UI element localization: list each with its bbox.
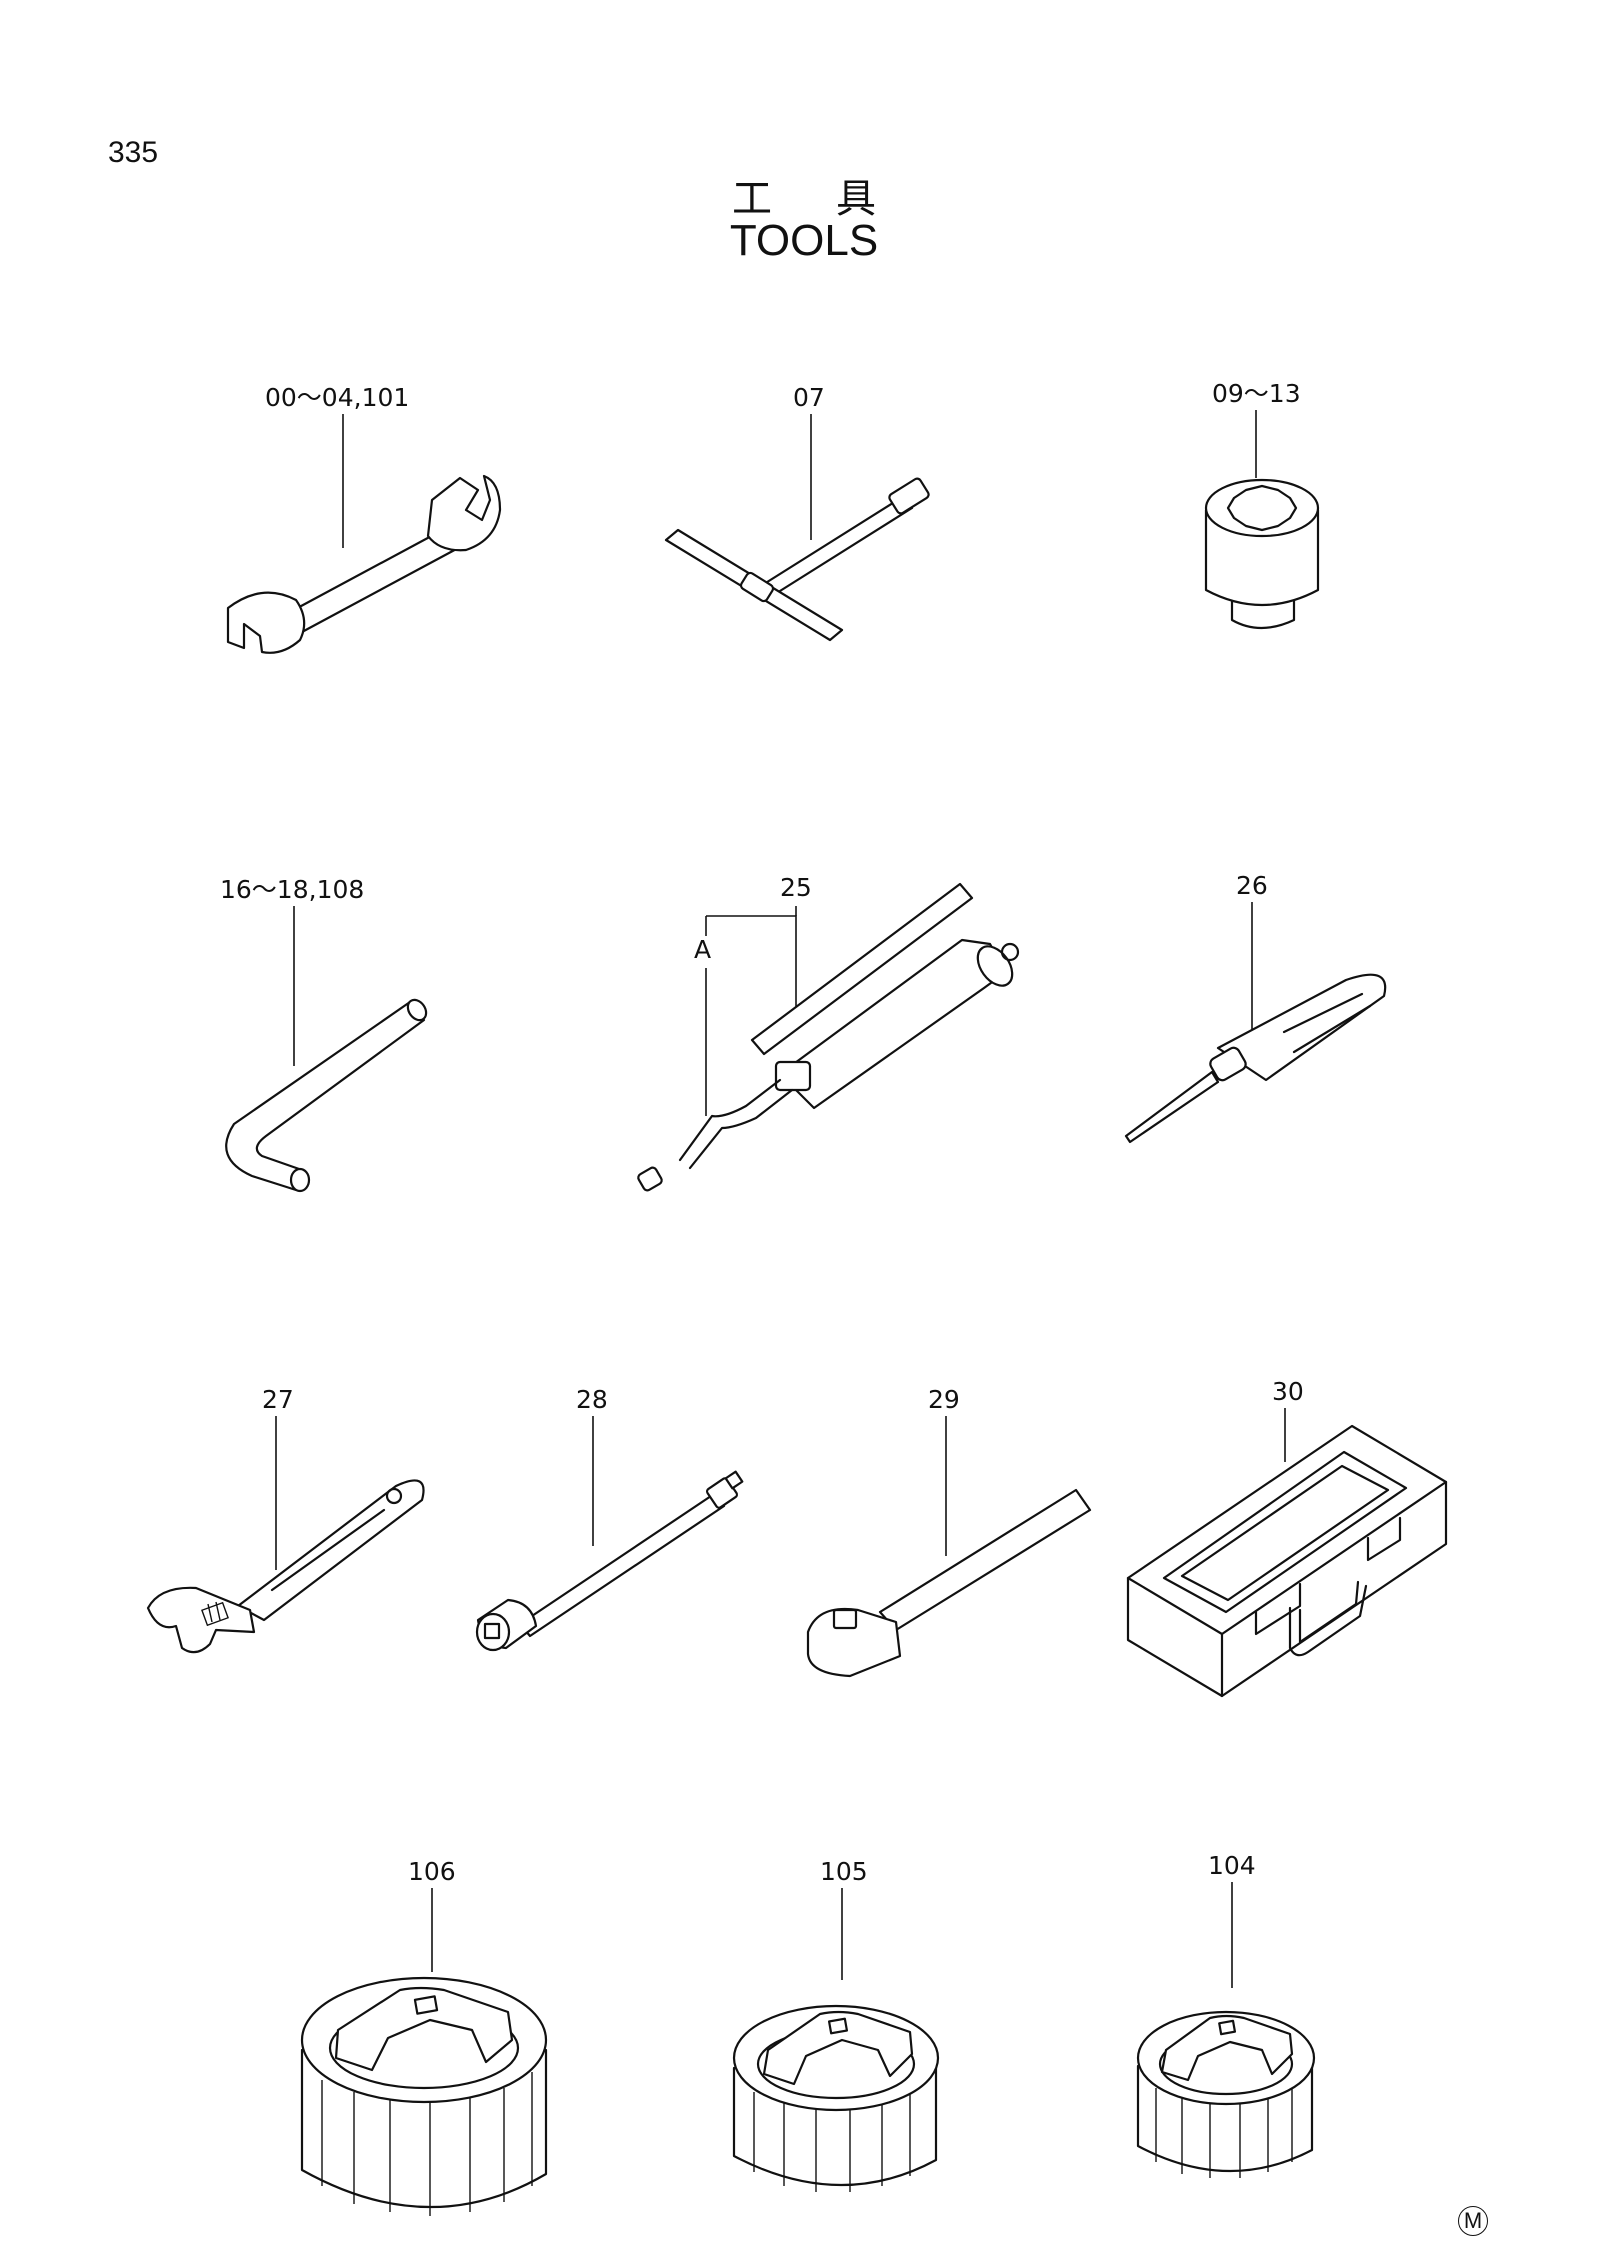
- callout-adjustable-wrench: 27: [262, 1385, 294, 1414]
- screwdriver: 26: [1124, 871, 1387, 1144]
- extension-bar: 28: [475, 1385, 744, 1652]
- corner-mark: M: [1458, 2206, 1488, 2236]
- callout-screwdriver: 26: [1236, 871, 1268, 900]
- callout-grease-gun: 25: [780, 873, 812, 902]
- filter-wrench-small: 104: [1136, 1851, 1316, 2178]
- t-handle: 07: [664, 383, 930, 642]
- page-title: TOOLS: [729, 216, 879, 265]
- double-open-end-wrench: 00～04,101: [226, 383, 502, 654]
- page-title-japanese: 工具: [732, 176, 940, 222]
- ratchet-handle: 29: [806, 1385, 1092, 1678]
- filter-wrench-large: 106: [300, 1857, 548, 2216]
- callout-ratchet-handle: 29: [928, 1385, 960, 1414]
- callout-filter-wrench-medium: 105: [820, 1857, 868, 1886]
- callout-tool-box: 30: [1272, 1377, 1304, 1406]
- tool-box: 30: [1126, 1377, 1448, 1698]
- socket: 09～13: [1204, 379, 1320, 630]
- callout-filter-wrench-small: 104: [1208, 1851, 1256, 1880]
- callout-extension-bar: 28: [576, 1385, 608, 1414]
- page-number: 335: [108, 136, 159, 169]
- adjustable-wrench: 27: [146, 1385, 425, 1654]
- callout-socket: 09～13: [1212, 379, 1301, 408]
- callout-grease-gun-hose: A: [694, 935, 711, 964]
- callout-filter-wrench-large: 106: [408, 1857, 456, 1886]
- filter-wrench-medium: 105: [732, 1857, 940, 2192]
- callout-hex-key: 16～18,108: [220, 875, 364, 904]
- grease-gun: 25 A: [637, 873, 1020, 1192]
- callout-wrench: 00～04,101: [265, 383, 409, 412]
- callout-t-handle: 07: [793, 383, 825, 412]
- hex-key: 16～18,108: [220, 875, 428, 1193]
